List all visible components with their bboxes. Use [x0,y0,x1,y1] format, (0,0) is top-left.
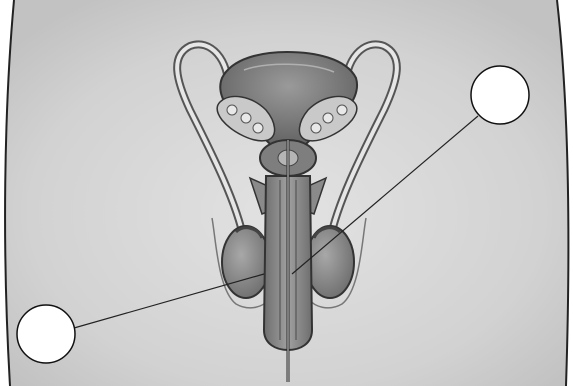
callout-circle-2 [471,66,529,124]
callout-circle-1 [17,305,75,363]
